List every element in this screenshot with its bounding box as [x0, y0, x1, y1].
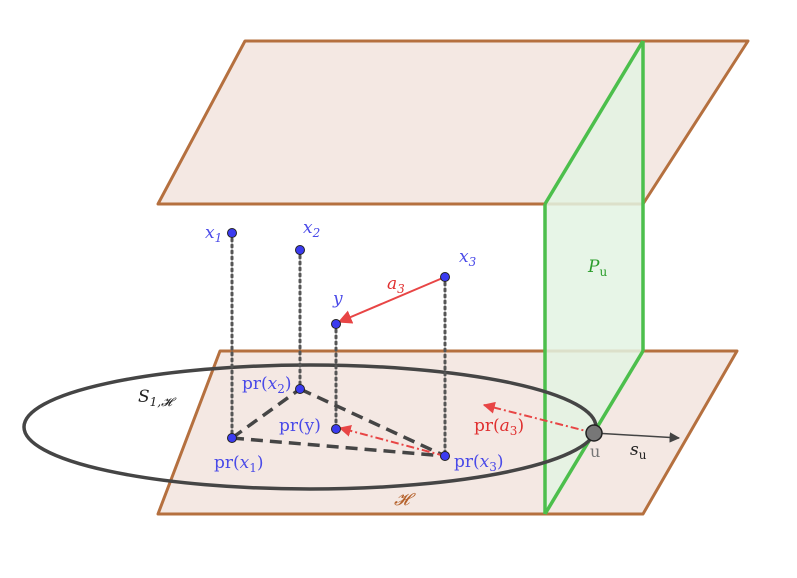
point-pr-x3: [440, 451, 450, 461]
point-pr-x1: [227, 433, 237, 443]
label-pr-x1: pr(x1): [214, 453, 264, 475]
triangle-edge-23: [299, 387, 446, 458]
pu-edge-top: [543, 40, 645, 205]
vector-pr-a3-at-u: [482, 401, 595, 434]
point-x1: [227, 228, 237, 238]
label-a3: a3: [387, 274, 405, 296]
vector-su: [593, 432, 681, 443]
vector-a3: [337, 276, 446, 324]
label-y: y: [332, 289, 343, 309]
label-x3: x3: [459, 247, 477, 269]
upper-plane: [156, 39, 750, 206]
label-pr-a3: pr(a3): [474, 416, 524, 438]
point-y: [331, 319, 341, 329]
label-su: su: [630, 440, 647, 462]
label-x1: x1: [205, 223, 222, 245]
label-x2: x2: [303, 218, 320, 240]
label-pr-x3: pr(x3): [454, 452, 504, 474]
vector-pr-a3-inner: [338, 424, 446, 457]
label-pu: Pu: [587, 257, 607, 279]
point-pr-x2: [295, 384, 305, 394]
label-s1h: S1,𝓗: [138, 387, 177, 409]
label-pr-x2: pr(x2): [242, 374, 292, 396]
point-u: [585, 424, 603, 442]
label-u: u: [590, 442, 600, 461]
triangle-edge-12: [230, 387, 302, 440]
plane-pu: [545, 41, 643, 514]
triangle-edge-13: [231, 436, 446, 458]
point-pr-y: [331, 424, 341, 434]
point-x2: [295, 245, 305, 255]
point-x3: [440, 272, 450, 282]
label-pr-y: pr(y): [279, 416, 321, 436]
